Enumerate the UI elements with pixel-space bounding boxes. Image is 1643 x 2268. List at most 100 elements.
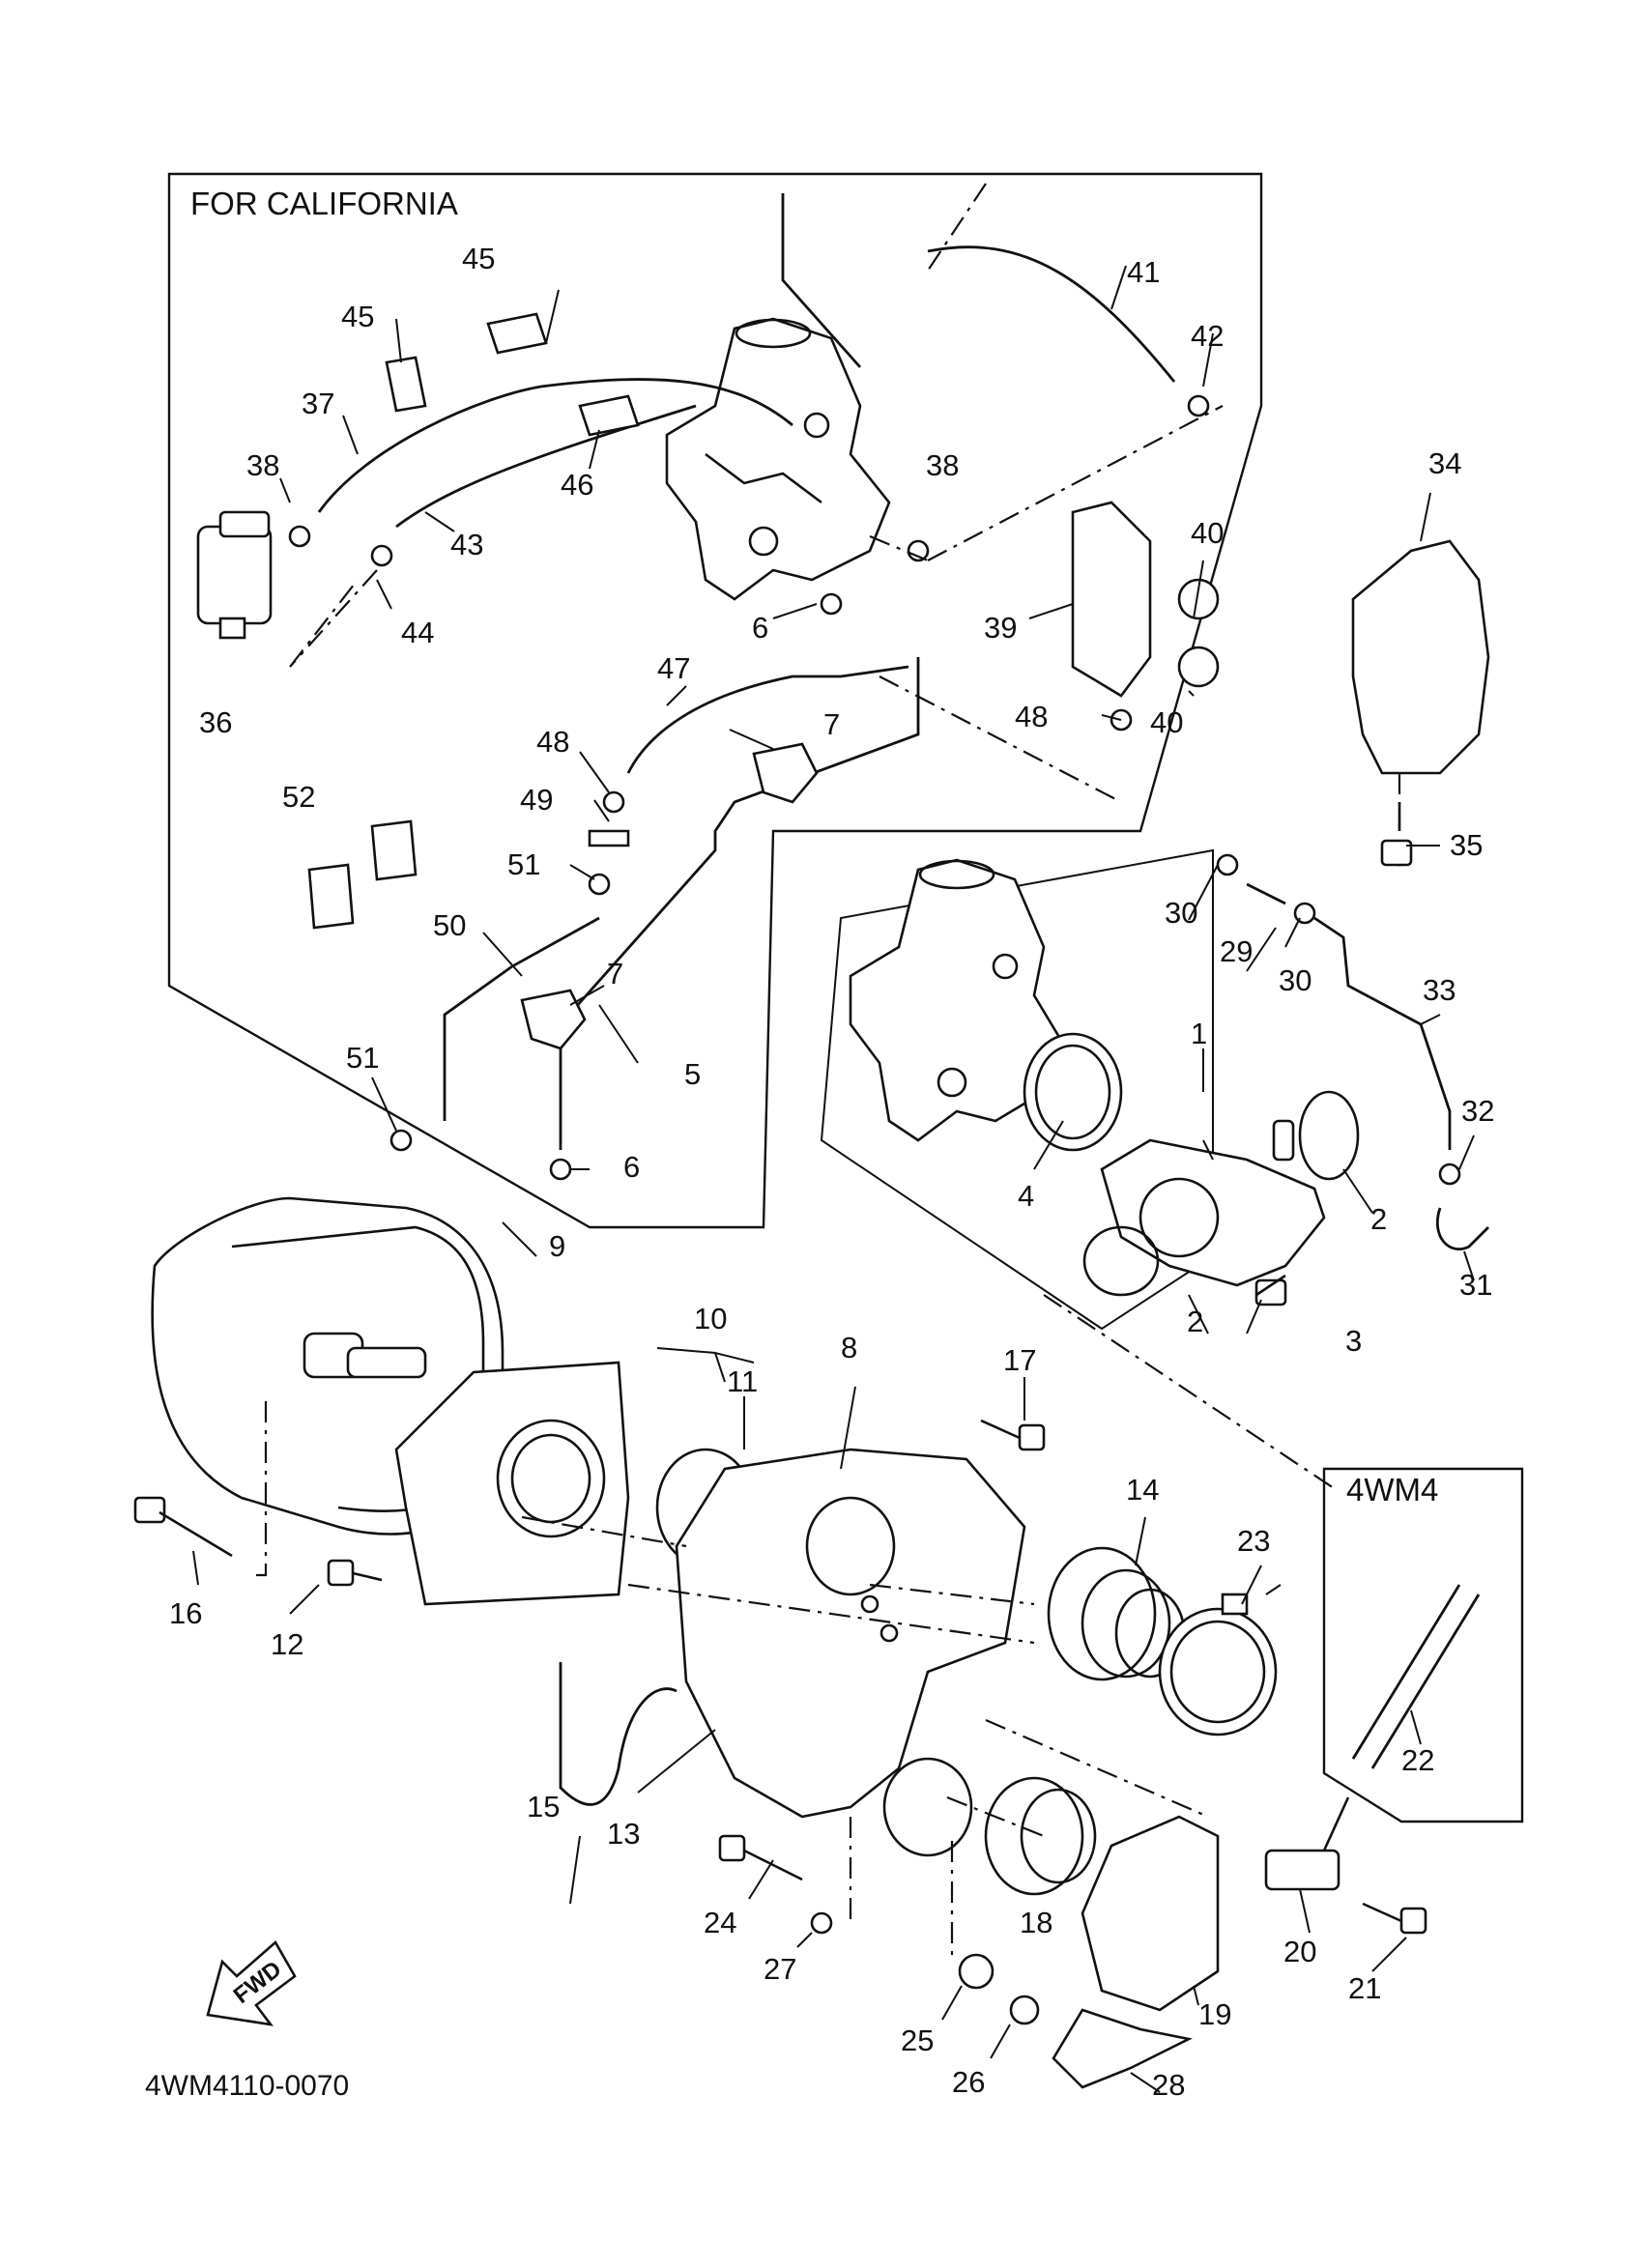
joint-18: [984, 1776, 1097, 1896]
bracket-28: [1052, 2008, 1193, 2089]
callout-29: 29: [1220, 934, 1253, 968]
callout-39: 39: [984, 611, 1017, 645]
holder-52-lower: [307, 863, 355, 930]
callout-20: 20: [1283, 1935, 1316, 1968]
callout-26: 26: [952, 2065, 985, 2099]
hose-31: [1435, 1207, 1489, 1250]
callout-2-right: 2: [1370, 1202, 1387, 1236]
callout-51-upper: 51: [507, 847, 540, 881]
collar-26: [1009, 1995, 1040, 2025]
bolt-17: [980, 1419, 1046, 1451]
holder-45-upper: [486, 312, 548, 355]
clip-48-lower: [1110, 708, 1133, 732]
pipe-33: [1313, 916, 1452, 1150]
clip-51-lower: [389, 1129, 413, 1152]
callout-40-top: 40: [1191, 516, 1224, 550]
callout-52: 52: [282, 780, 315, 814]
4wm4-inset-border: [1322, 1467, 1524, 1823]
callout-48-right: 48: [1015, 700, 1048, 733]
clip-6-lower: [549, 1158, 572, 1181]
callout-1: 1: [1191, 1017, 1207, 1050]
callout-3: 3: [1345, 1324, 1362, 1358]
callout-11: 11: [727, 1364, 758, 1398]
callout-5: 5: [684, 1057, 701, 1091]
intake-joint-1: [1100, 1119, 1326, 1287]
callout-7-lower: 7: [607, 957, 623, 990]
clip-30-upper: [1216, 853, 1239, 876]
cover-19: [1081, 1815, 1220, 2012]
callout-8: 8: [841, 1331, 857, 1364]
callout-35: 35: [1450, 828, 1483, 862]
clip-48-upper: [602, 790, 625, 814]
callout-15: 15: [527, 1790, 560, 1823]
bolt-24: [718, 1834, 803, 1881]
washer-27: [810, 1911, 833, 1935]
callout-21: 21: [1348, 1971, 1381, 2005]
callout-43: 43: [450, 528, 483, 561]
o-ring-2-lower: [1082, 1225, 1160, 1297]
clamp-23: [1158, 1593, 1278, 1737]
o-ring-2-right: [1298, 1090, 1360, 1181]
hose-5: [559, 657, 920, 1150]
callout-labels: 45 45 4 1 42 3 7 38 46 43 38 44 6 39 40 40…: [169, 242, 1494, 2102]
clip-30-lower: [1293, 902, 1316, 925]
bolt-12: [327, 1559, 383, 1587]
california-inset-title: FOR CALIFORNIA: [190, 186, 458, 221]
holder-45-lower: [385, 356, 427, 413]
callout-45-top: 45: [462, 242, 495, 275]
callout-44: 44: [401, 616, 434, 649]
clip-38-right: [907, 539, 930, 562]
clamp-4: [1023, 1032, 1123, 1152]
callout-6-upper: 6: [752, 611, 768, 645]
bolt-3: [1254, 1274, 1287, 1306]
callout-46: 46: [561, 468, 593, 502]
hose-47: [626, 665, 909, 774]
valve-36: [196, 510, 273, 640]
callout-2-lower: 2: [1187, 1305, 1203, 1338]
callout-28: 28: [1152, 2068, 1185, 2102]
leader-lines: [192, 265, 1475, 2093]
callout-38-left: 38: [246, 448, 279, 482]
callout-42: 42: [1191, 319, 1224, 353]
callout-32: 32: [1461, 1094, 1494, 1128]
callout-4: 4: [1018, 1179, 1034, 1213]
air-filter-case-8: [675, 1448, 1026, 1857]
hose-15: [559, 1662, 677, 1806]
air-filter-element-10: [394, 1361, 630, 1606]
hose-22: [1351, 1584, 1461, 1760]
diagram-code: 4WM4110-0070: [145, 2070, 349, 2102]
callout-10: 10: [694, 1302, 727, 1335]
callout-50: 50: [433, 908, 466, 942]
bracket-39: [1071, 501, 1220, 698]
callout-38-right: 38: [926, 448, 959, 482]
callout-34: 34: [1428, 446, 1461, 480]
callout-24: 24: [704, 1906, 736, 1939]
hose-43: [395, 404, 697, 529]
joint-49: [588, 829, 630, 847]
hose-top: [781, 193, 862, 368]
intake-inset-border: [820, 848, 1214, 1331]
callout-36: 36: [199, 705, 232, 739]
clip-38-left: [288, 525, 311, 548]
grommet-25: [958, 1953, 994, 1990]
joint-20: [1264, 1796, 1350, 1891]
callout-6-lower: 6: [623, 1150, 640, 1184]
callout-22: 22: [1401, 1743, 1434, 1777]
fwd-arrow-icon: FWD: [206, 1939, 297, 2026]
callout-19: 19: [1198, 1997, 1231, 2031]
callout-40-bottom: 40: [1150, 705, 1183, 739]
bolt-35: [1380, 839, 1413, 867]
hose-29: [1246, 882, 1286, 905]
callout-16: 16: [169, 1596, 202, 1630]
bolt-21: [1362, 1902, 1427, 1935]
callout-33: 33: [1423, 973, 1456, 1007]
callout-49: 49: [520, 783, 553, 817]
callout-17: 17: [1003, 1343, 1036, 1377]
hose-37: [317, 378, 793, 513]
callout-45: 45: [341, 300, 374, 333]
holder-46: [578, 394, 640, 437]
callout-30-upper: 30: [1165, 896, 1197, 930]
callout-7-upper: 7: [823, 707, 840, 741]
hose-22-edge: [1370, 1593, 1481, 1769]
callout-14: 14: [1126, 1473, 1159, 1507]
